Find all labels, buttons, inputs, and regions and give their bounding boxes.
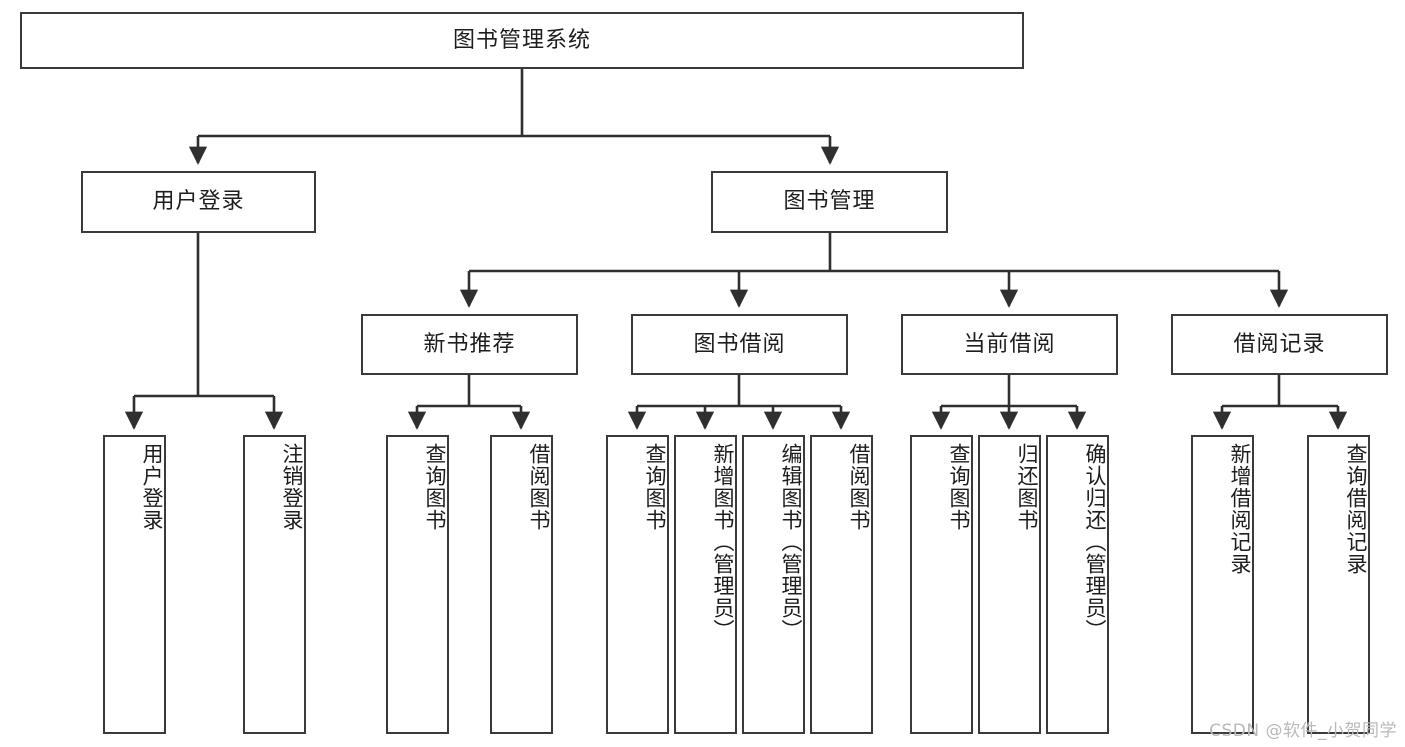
leaf-book-borrow-query-book[interactable]: 查询图书 (606, 435, 669, 734)
leaf-book-borrow-borrow-book[interactable]: 借阅图书 (810, 435, 873, 734)
leaf-book-borrow-edit-book-admin[interactable]: 编辑图书（管理员） (742, 435, 805, 734)
node-label: 查询图书 (423, 443, 447, 531)
leaf-new-book-query-book[interactable]: 查询图书 (386, 435, 449, 734)
leaf-current-borrow-return-book[interactable]: 归还图书 (978, 435, 1041, 734)
leaf-current-borrow-confirm-return-admin[interactable]: 确认归还（管理员） (1046, 435, 1109, 734)
node-label: 用户登录 (152, 189, 245, 215)
leaf-current-borrow-query-book[interactable]: 查询图书 (910, 435, 973, 734)
leaf-user-login-login[interactable]: 用户登录 (103, 435, 166, 734)
node-label: 编辑图书（管理员） (779, 443, 803, 641)
node-book-management[interactable]: 图书管理 (711, 171, 948, 233)
node-book-borrow[interactable]: 图书借阅 (631, 314, 848, 375)
node-user-login[interactable]: 用户登录 (81, 171, 316, 233)
leaf-borrow-records-add-record[interactable]: 新增借阅记录 (1191, 435, 1254, 734)
node-label: 图书借阅 (693, 331, 786, 357)
leaf-new-book-borrow-book[interactable]: 借阅图书 (490, 435, 553, 734)
node-label: 当前借阅 (963, 331, 1056, 357)
node-label: 查询借阅记录 (1344, 443, 1368, 575)
node-label: 借阅记录 (1233, 331, 1326, 357)
node-label: 借阅图书 (527, 443, 551, 531)
csdn-watermark: CSDN @软件_小贺同学 (1209, 721, 1397, 741)
node-label: 用户登录 (140, 443, 164, 531)
node-borrow-records[interactable]: 借阅记录 (1171, 314, 1388, 375)
node-label: 图书管理系统 (452, 27, 591, 53)
node-label: 图书管理 (783, 189, 876, 215)
leaf-book-borrow-add-book-admin[interactable]: 新增图书（管理员） (674, 435, 737, 734)
node-label: 借阅图书 (847, 443, 871, 531)
node-label: 新书推荐 (423, 331, 516, 357)
node-label: 新增借阅记录 (1228, 443, 1252, 575)
node-label: 查询图书 (947, 443, 971, 531)
node-root-book-management-system[interactable]: 图书管理系统 (20, 12, 1024, 69)
node-current-borrow[interactable]: 当前借阅 (901, 314, 1118, 375)
node-label: 新增图书（管理员） (711, 443, 735, 641)
leaf-borrow-records-query-record[interactable]: 查询借阅记录 (1307, 435, 1370, 734)
node-label: 归还图书 (1015, 443, 1039, 531)
node-label: 注销登录 (280, 443, 304, 531)
node-label: 查询图书 (643, 443, 667, 531)
leaf-user-login-logout[interactable]: 注销登录 (243, 435, 306, 734)
node-new-book-recommend[interactable]: 新书推荐 (361, 314, 578, 375)
node-label: 确认归还（管理员） (1083, 443, 1107, 641)
